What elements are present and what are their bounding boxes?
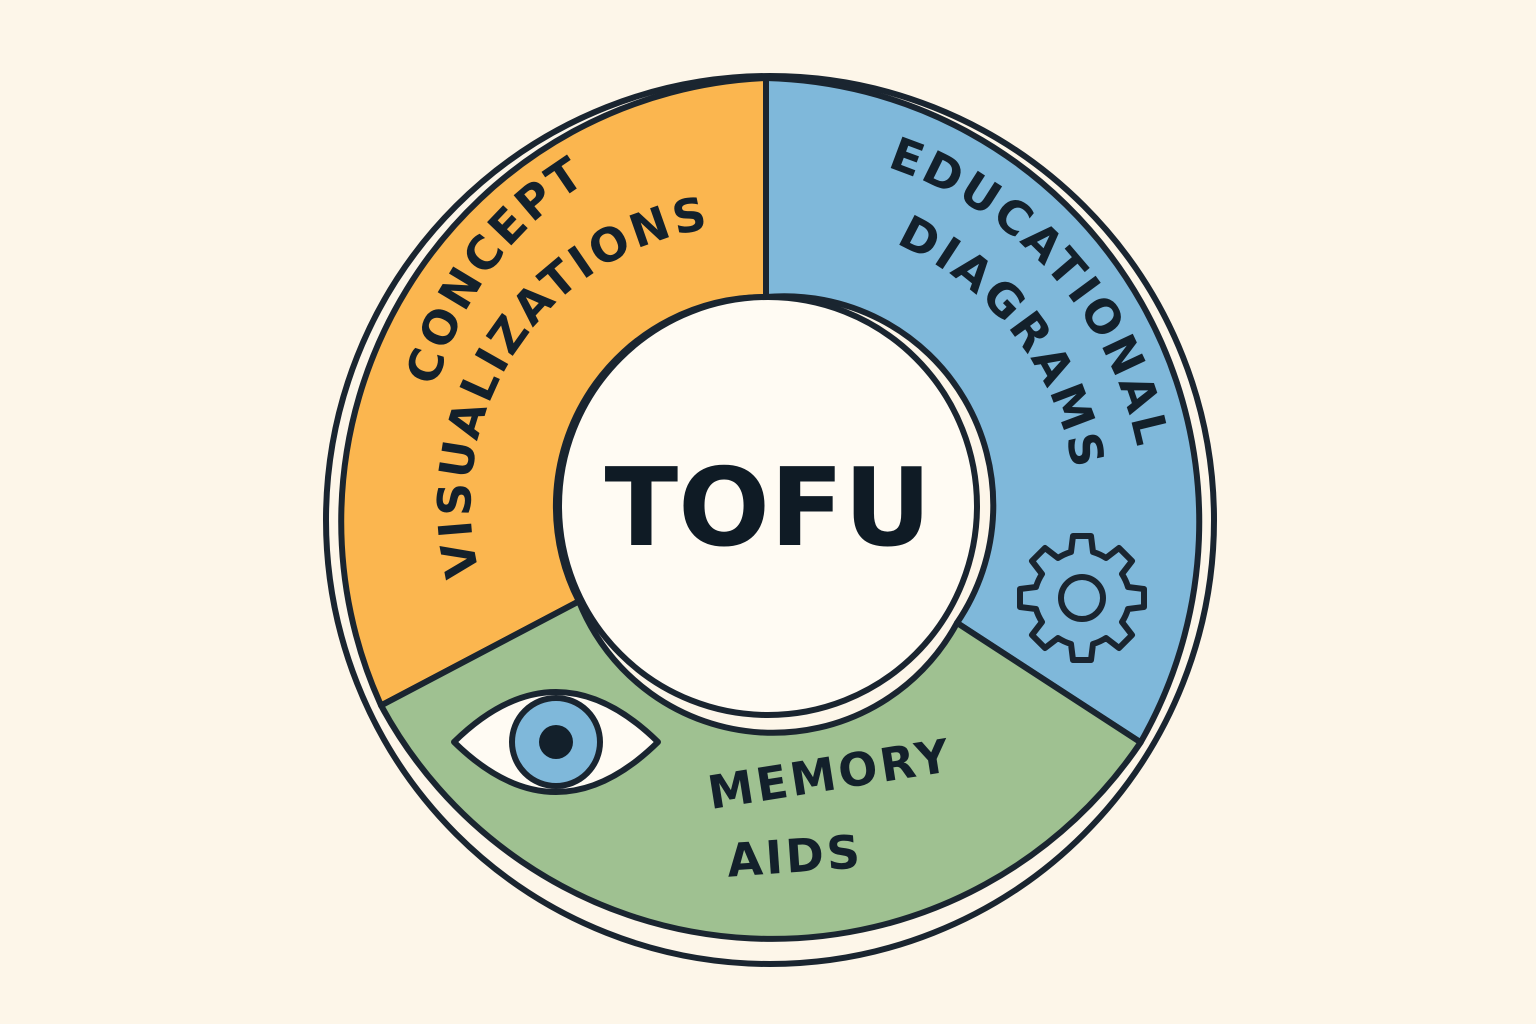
memory-label-line2: AIDS — [725, 824, 864, 887]
center-circle — [556, 294, 980, 718]
eye-icon — [451, 689, 661, 795]
segment-memory-aids — [378, 598, 1144, 942]
outer-ring-border — [323, 73, 1217, 967]
center-label: TOFU — [605, 446, 932, 571]
gear-icon — [1017, 533, 1147, 663]
